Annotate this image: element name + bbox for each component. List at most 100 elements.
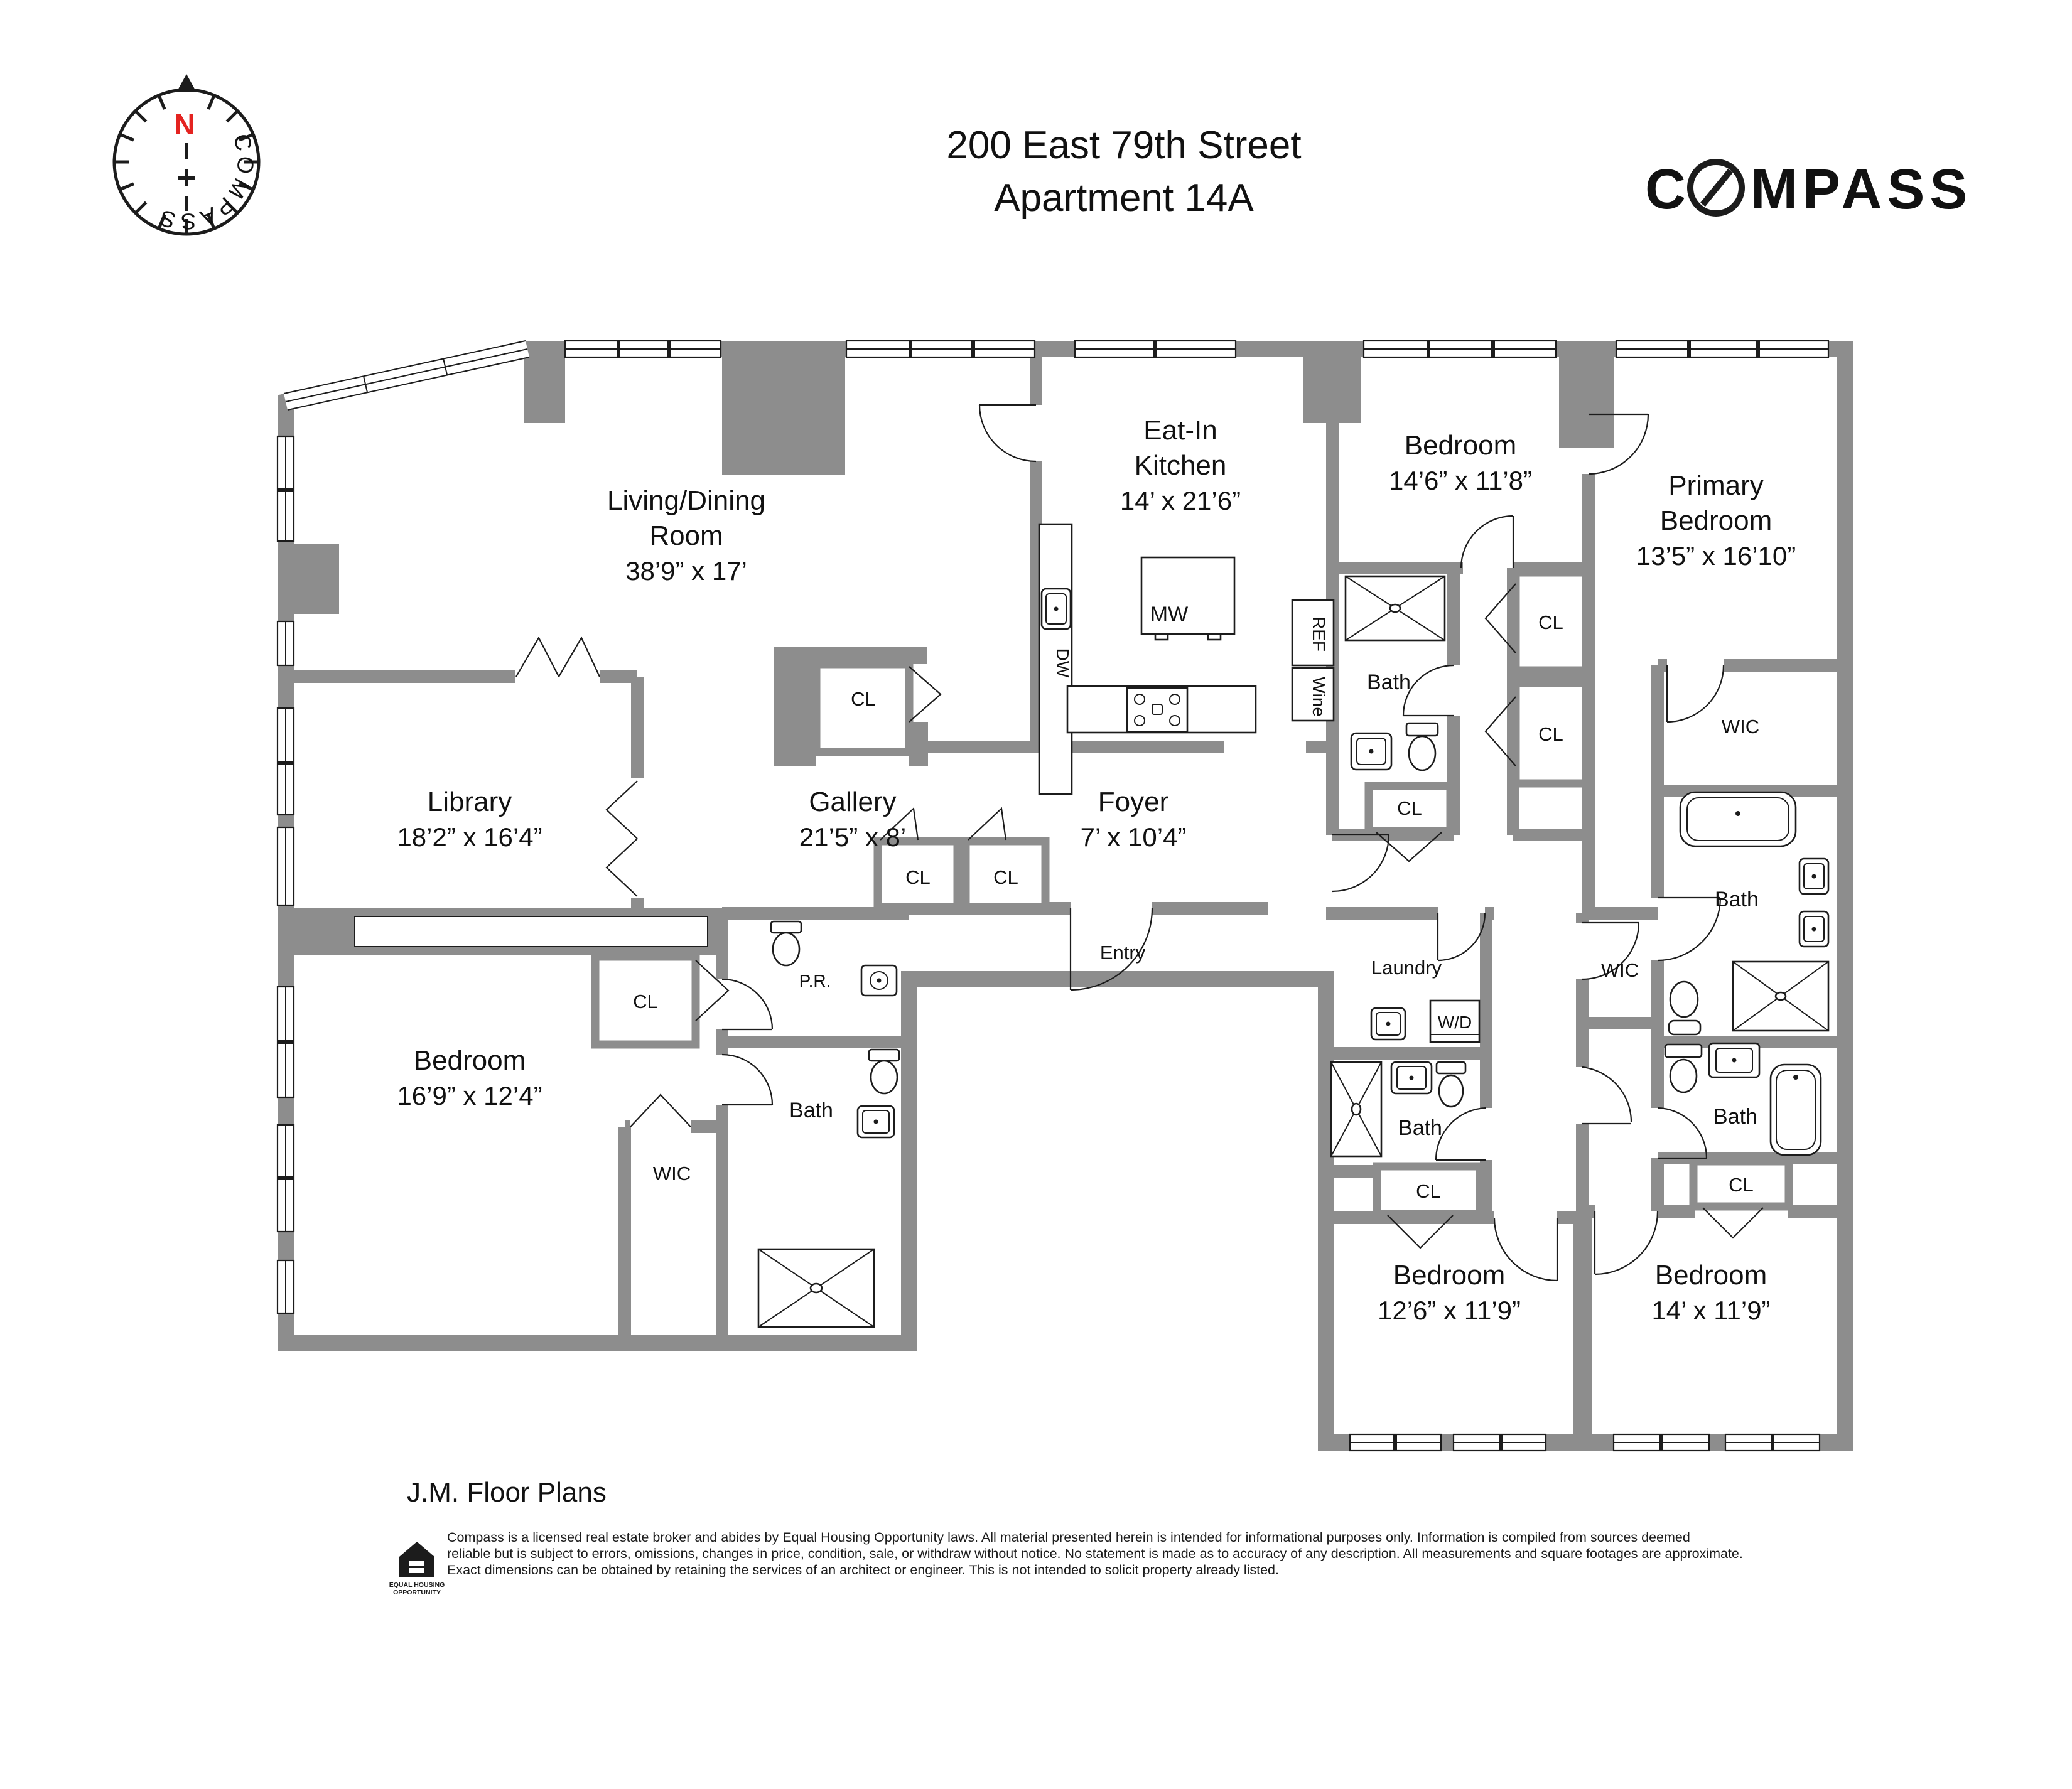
svg-text:14’ x 21’6”: 14’ x 21’6”	[1120, 486, 1241, 515]
bath-label-bedroom1: Bath	[789, 1099, 833, 1122]
fixtures	[757, 523, 1830, 1328]
room-label-bedroom1: Bedroom 16’9” x 12’4”	[397, 1045, 542, 1110]
bath-label-primary: Bath	[1715, 888, 1759, 911]
company-name: J.M. Floor Plans	[407, 1477, 607, 1508]
cl-label-c: CL	[1538, 723, 1563, 745]
dw-label: DW	[1053, 648, 1072, 678]
svg-text:14’ x 11’9”: 14’ x 11’9”	[1651, 1296, 1770, 1325]
page-title: 200 East 79th Street Apartment 14A	[946, 124, 1301, 220]
bath1-toilet-tank	[868, 1048, 900, 1062]
wd-label: W/D	[1438, 1013, 1472, 1032]
brand-o-icon	[1687, 159, 1745, 217]
svg-text:38’9” x 17’: 38’9” x 17’	[625, 556, 747, 586]
toilet3-icon	[1438, 1074, 1464, 1108]
clc-door-icon	[1484, 696, 1516, 766]
tub4-icon	[1769, 1063, 1822, 1156]
svg-text:16’9” x 12’4”: 16’9” x 12’4”	[397, 1081, 542, 1110]
walls	[278, 341, 1853, 1451]
pr-door-icon	[721, 978, 774, 1031]
svg-text:13’5” x 16’10”: 13’5” x 16’10”	[1636, 541, 1796, 571]
bath2-door-icon	[1402, 664, 1454, 717]
toilet4-tank	[1664, 1043, 1703, 1058]
laundry-label: Laundry	[1371, 957, 1442, 979]
disclaimer-line2: reliable but is subject to errors, omiss…	[447, 1546, 1743, 1561]
room-label-primary: Primary Bedroom 13’5” x 16’10”	[1636, 470, 1796, 571]
wine-label: Wine	[1309, 677, 1329, 717]
stove-icon	[1126, 687, 1189, 733]
bath-label-bedroom3: Bath	[1398, 1116, 1442, 1140]
primary-toilet-icon	[1669, 980, 1699, 1018]
toilet2-icon	[1408, 735, 1437, 771]
bedroom4-door-icon	[1594, 1211, 1659, 1276]
window-top	[564, 340, 1830, 358]
wic-label-primary: WIC	[1722, 716, 1759, 738]
primary-tub-icon	[1679, 791, 1797, 847]
entry-door-icon	[1069, 908, 1153, 991]
bedroom2-door-icon	[1460, 515, 1514, 569]
pr-toilet-icon	[772, 932, 801, 967]
svg-text:Library: Library	[428, 787, 512, 817]
svg-text:Bedroom: Bedroom	[1393, 1260, 1506, 1291]
wine-cooler-icon	[1291, 667, 1335, 722]
cl-label-gallery1: CL	[905, 866, 931, 888]
wic-label-hall: WIC	[1601, 959, 1639, 981]
laundry-door-icon	[1437, 913, 1486, 962]
kitchen-door-icon	[978, 404, 1037, 463]
gallery-closet-doors-icon	[880, 807, 1007, 841]
svg-text:Bedroom: Bedroom	[1660, 505, 1773, 536]
svg-text:Living/Dining: Living/Dining	[607, 485, 765, 516]
toilet2-tank	[1405, 722, 1439, 737]
cl2-door-icon	[1376, 832, 1442, 862]
cl-label-gallery2: CL	[993, 866, 1018, 888]
bath3-door-icon	[1435, 1107, 1487, 1161]
cl-label-bedroom4: CL	[1729, 1174, 1754, 1196]
pr-toilet-tank	[770, 920, 802, 934]
svg-text:Bedroom: Bedroom	[414, 1045, 526, 1076]
primary-door-icon	[1588, 413, 1649, 475]
footer: J.M. Floor Plans EQUAL HOUSING OPPORTUNI…	[389, 1477, 1743, 1596]
brand-letters-mpass: MPASS	[1751, 158, 1972, 221]
primary-bath-door-icon	[1657, 896, 1722, 962]
ref-label: REF	[1309, 616, 1329, 652]
bath1-toilet-icon	[870, 1060, 898, 1095]
wic1-door-icon	[630, 1093, 691, 1127]
living-library-doors-icon	[515, 636, 600, 677]
eho-line1: EQUAL HOUSING	[389, 1581, 445, 1589]
svg-text:Primary: Primary	[1668, 470, 1764, 501]
svg-text:Bedroom: Bedroom	[1405, 430, 1517, 461]
pr-label: P.R.	[799, 971, 831, 991]
hall4-door-icon	[1582, 1066, 1632, 1125]
room-labels: Living/Dining Room 38’9” x 17’ Eat-In Ki…	[397, 415, 1796, 1325]
cl-label-bedroom1: CL	[633, 991, 658, 1013]
bath-label-bedroom4: Bath	[1713, 1105, 1757, 1129]
window-bottom	[1349, 1433, 1821, 1452]
entry-label: Entry	[1100, 942, 1146, 964]
disclaimer-line1: Compass is a licensed real estate broker…	[447, 1530, 1690, 1545]
cl-label-hall: CL	[1397, 797, 1422, 819]
svg-text:21’5” x 8’: 21’5” x 8’	[799, 822, 906, 852]
eho-line2: OPPORTUNITY	[393, 1589, 441, 1596]
svg-text:Bedroom: Bedroom	[1655, 1260, 1767, 1291]
room-label-living-dining: Living/Dining Room 38’9” x 17’	[607, 485, 765, 586]
mw-label: MW	[1150, 603, 1188, 626]
doors	[515, 404, 1764, 1282]
room-label-bedroom4: Bedroom 14’ x 11’9”	[1651, 1260, 1770, 1325]
compass-logo: C MPASS	[1645, 158, 1972, 221]
wic-hall-door-icon	[1582, 921, 1640, 980]
cl-label-bedroom3: CL	[1416, 1180, 1441, 1202]
disclaimer-line3: Exact dimensions can be obtained by reta…	[447, 1562, 1279, 1577]
svg-text:14’6” x 11’8”: 14’6” x 11’8”	[1389, 466, 1532, 495]
refrigerator-icon	[1291, 599, 1335, 667]
svg-text:Gallery: Gallery	[809, 787, 896, 817]
room-label-gallery: Gallery 21’5” x 8’	[799, 787, 906, 852]
cl4-door-icon	[1702, 1207, 1764, 1239]
clb-door-icon	[1484, 583, 1516, 653]
compass-rose-icon: N COMPASS	[112, 74, 261, 236]
wic-label-bedroom1: WIC	[653, 1163, 691, 1185]
svg-text:Eat-In: Eat-In	[1143, 415, 1217, 446]
bath-label-hall: Bath	[1367, 670, 1411, 694]
svg-text:12’6” x 11’9”: 12’6” x 11’9”	[1378, 1296, 1521, 1325]
cl-label-living: CL	[851, 688, 876, 710]
